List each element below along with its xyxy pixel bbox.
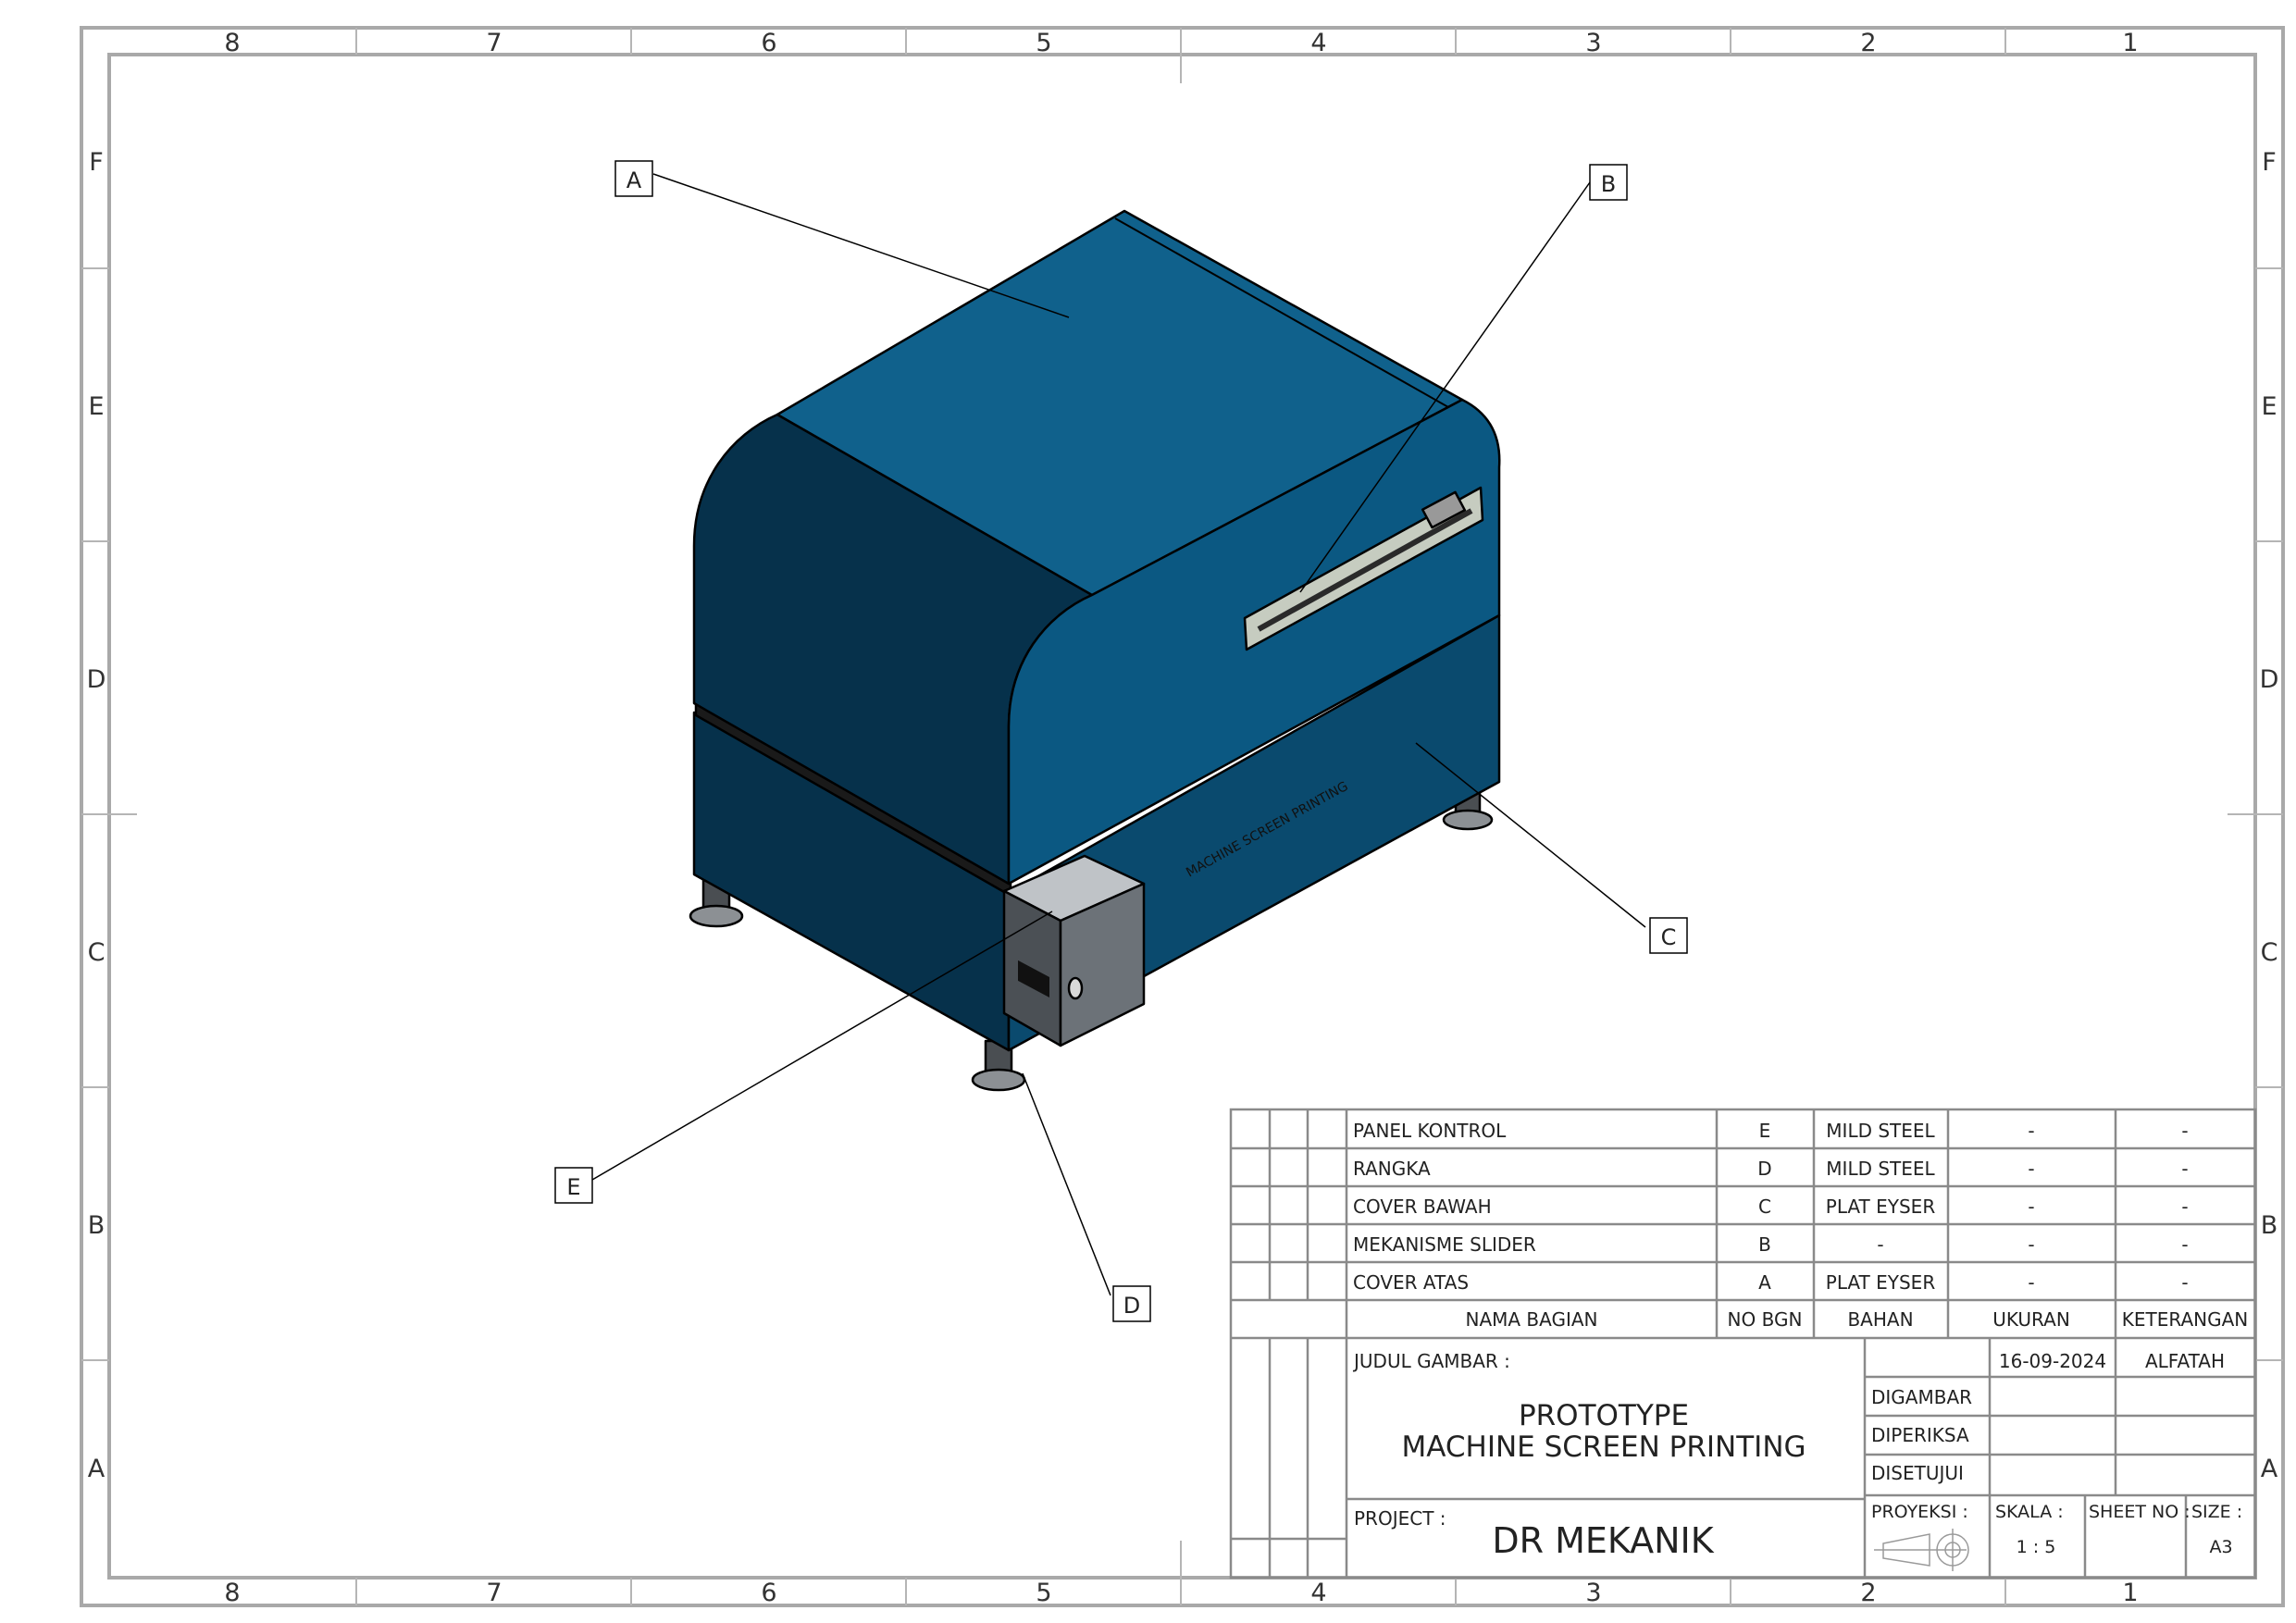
part-note: - xyxy=(2181,1120,2188,1142)
row-label-left: F xyxy=(89,148,104,177)
col-label-bottom: 7 xyxy=(486,1579,502,1607)
drawn-label: DIGAMBAR xyxy=(1871,1386,1972,1408)
col-label-bottom: 1 xyxy=(2122,1579,2138,1607)
col-label-top: 3 xyxy=(1585,29,1601,57)
col-label-bottom: 8 xyxy=(224,1579,240,1607)
row-label-left: C xyxy=(88,938,105,967)
control-panel-front xyxy=(1059,882,1146,1047)
part-note: - xyxy=(2181,1271,2188,1294)
row-label-left: A xyxy=(88,1455,105,1483)
scale-label: SKALA : xyxy=(1995,1502,2064,1522)
projection-label: PROYEKSI : xyxy=(1871,1502,1968,1522)
col-label-bottom: 4 xyxy=(1310,1579,1326,1607)
col-label-top: 6 xyxy=(761,29,776,57)
row-label-right: E xyxy=(2261,392,2277,421)
part-no: A xyxy=(1758,1271,1771,1294)
col-label-bottom: 5 xyxy=(1036,1579,1051,1607)
scale-value: 1 : 5 xyxy=(2017,1537,2056,1557)
part-size: - xyxy=(2028,1271,2034,1294)
row-label-left: E xyxy=(88,392,104,421)
col-label-bottom: 2 xyxy=(1860,1579,1876,1607)
part-size: - xyxy=(2028,1196,2034,1218)
row-label-left: D xyxy=(87,665,106,694)
part-no: B xyxy=(1758,1233,1771,1256)
col-label-top: 7 xyxy=(486,29,502,57)
col-label-bottom: 6 xyxy=(761,1579,776,1607)
sheet-label: SHEET NO : xyxy=(2089,1502,2191,1522)
part-name: RANGKA xyxy=(1353,1158,1431,1180)
part-size: - xyxy=(2028,1233,2034,1256)
row-label-right: D xyxy=(2260,665,2279,694)
callout-e: E xyxy=(566,1174,580,1200)
row-label-right: A xyxy=(2261,1455,2278,1483)
part-material: PLAT EYSER xyxy=(1826,1196,1936,1218)
part-name: PANEL KONTROL xyxy=(1353,1120,1507,1142)
date-value: 16-09-2024 xyxy=(1999,1350,2106,1372)
project-label: PROJECT : xyxy=(1354,1507,1446,1530)
drawing-title-line2: MACHINE SCREEN PRINTING xyxy=(1401,1431,1806,1464)
checked-label: DIPERIKSA xyxy=(1871,1424,1969,1446)
row-label-left: B xyxy=(88,1211,105,1240)
part-no: D xyxy=(1757,1158,1771,1180)
part-material: - xyxy=(1877,1233,1883,1256)
machine-illustration: MACHINE SCREEN PRINTING xyxy=(689,209,1501,1092)
header-size: UKURAN xyxy=(1992,1308,2070,1331)
col-label-top: 1 xyxy=(2122,29,2138,57)
header-note: KETERANGAN xyxy=(2122,1308,2248,1331)
drawing-title-line1: PROTOTYPE xyxy=(1519,1399,1689,1432)
callouts xyxy=(554,160,1688,1322)
row-label-right: B xyxy=(2261,1211,2278,1240)
size-value: A3 xyxy=(2209,1537,2232,1557)
part-name: COVER BAWAH xyxy=(1353,1196,1492,1218)
part-note: - xyxy=(2181,1158,2188,1180)
callout-d: D xyxy=(1123,1293,1140,1319)
projection-symbol-icon xyxy=(1874,1529,1969,1571)
callout-b: B xyxy=(1601,171,1616,197)
header-material: BAHAN xyxy=(1847,1308,1913,1331)
callout-c: C xyxy=(1661,924,1677,950)
part-size: - xyxy=(2028,1120,2034,1142)
col-label-bottom: 3 xyxy=(1585,1579,1601,1607)
part-name: COVER ATAS xyxy=(1353,1271,1469,1294)
part-no: C xyxy=(1758,1196,1771,1218)
approved-label: DISETUJUI xyxy=(1871,1462,1964,1484)
part-no: E xyxy=(1759,1120,1771,1142)
part-material: MILD STEEL xyxy=(1826,1120,1935,1142)
row-label-right: F xyxy=(2262,148,2277,177)
part-material: PLAT EYSER xyxy=(1826,1271,1936,1294)
part-name: MEKANISME SLIDER xyxy=(1353,1233,1536,1256)
project-name: DR MEKANIK xyxy=(1492,1520,1714,1561)
part-size: - xyxy=(2028,1158,2034,1180)
part-note: - xyxy=(2181,1196,2188,1218)
col-label-top: 5 xyxy=(1036,29,1051,57)
drawn-by-value: ALFATAH xyxy=(2145,1350,2225,1372)
title-block-grid xyxy=(1229,1108,2257,1580)
callout-a: A xyxy=(627,167,642,193)
part-note: - xyxy=(2181,1233,2188,1256)
size-label: SIZE : xyxy=(2191,1502,2242,1522)
sheet-frame xyxy=(80,26,2285,1607)
col-label-top: 2 xyxy=(1860,29,1876,57)
col-label-top: 8 xyxy=(224,29,240,57)
header-no: NO BGN xyxy=(1728,1308,1803,1331)
header-name: NAMA BAGIAN xyxy=(1465,1308,1597,1331)
title-label: JUDUL GAMBAR : xyxy=(1352,1350,1510,1372)
row-label-right: C xyxy=(2261,938,2278,967)
part-material: MILD STEEL xyxy=(1826,1158,1935,1180)
col-label-top: 4 xyxy=(1310,29,1326,57)
